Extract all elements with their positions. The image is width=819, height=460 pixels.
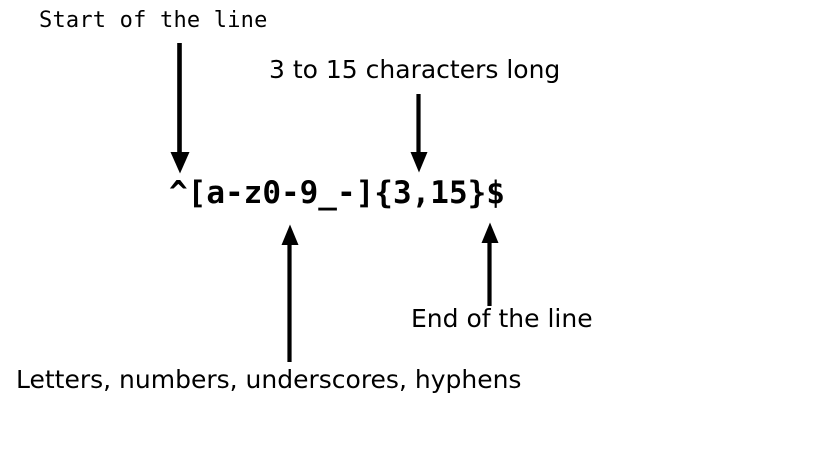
annotation-label-start-of-line: Start of the line [39, 8, 268, 33]
annotation-label-end-of-line: End of the line [411, 304, 593, 333]
arrow-down-icon-start-of-line [170, 43, 190, 174]
regex-expression: ^[a-z0-9_-]{3,15}$ [169, 175, 505, 211]
annotation-label-length: 3 to 15 characters long [269, 55, 561, 84]
arrow-up-icon-character-class [280, 224, 300, 362]
clipped-glyph-fragment: : [0, 367, 1, 392]
annotation-label-character-class: Letters, numbers, underscores, hyphens [16, 365, 522, 394]
arrow-down-icon-length [409, 94, 429, 173]
arrow-up-icon-end-of-line [480, 222, 500, 306]
